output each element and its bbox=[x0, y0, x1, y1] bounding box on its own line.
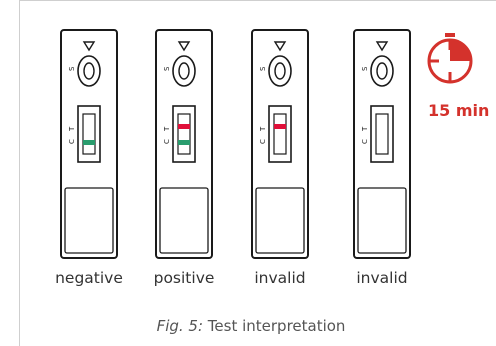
figure-caption: Fig. 5: Test interpretation bbox=[157, 317, 346, 335]
sample-well-inner bbox=[376, 62, 388, 80]
test-marking: T bbox=[259, 126, 267, 132]
arrow-down-icon bbox=[177, 41, 191, 52]
control-marking: C bbox=[361, 139, 369, 144]
sample-marking: S bbox=[259, 66, 267, 71]
sample-well-inner bbox=[274, 62, 286, 80]
result-window bbox=[375, 113, 389, 155]
sample-well bbox=[268, 55, 292, 87]
sample-well-inner bbox=[83, 62, 95, 80]
test-line bbox=[274, 124, 286, 129]
arrow-down-icon bbox=[273, 41, 287, 52]
control-marking: C bbox=[68, 139, 76, 144]
control-marking: C bbox=[163, 139, 171, 144]
test-marking: T bbox=[68, 126, 76, 132]
test-strip-2: S C T bbox=[155, 29, 213, 259]
caption-fig-number: Fig. 5: bbox=[156, 317, 204, 335]
arrow-down-icon bbox=[82, 41, 96, 52]
strip-label-invalid-2: invalid bbox=[356, 269, 408, 287]
timer-icon bbox=[427, 33, 473, 84]
absorbent-pad bbox=[357, 187, 407, 254]
sample-marking: S bbox=[68, 66, 76, 71]
control-marking: C bbox=[259, 139, 267, 144]
control-line bbox=[83, 140, 95, 145]
absorbent-pad bbox=[64, 187, 114, 254]
sample-well bbox=[370, 55, 394, 87]
sample-well bbox=[77, 55, 101, 87]
result-window bbox=[82, 113, 96, 155]
sample-well bbox=[172, 55, 196, 87]
result-window bbox=[273, 113, 287, 155]
sample-marking: S bbox=[361, 66, 369, 71]
test-strip-1: S C T bbox=[60, 29, 118, 259]
arrow-down-icon bbox=[375, 41, 389, 52]
result-window-frame bbox=[77, 105, 101, 163]
control-line bbox=[178, 140, 190, 145]
timer-label: 15 min bbox=[428, 101, 490, 120]
result-window-frame bbox=[172, 105, 196, 163]
result-window bbox=[177, 113, 191, 155]
strip-label-negative: negative bbox=[55, 269, 123, 287]
test-line bbox=[178, 124, 190, 129]
result-window-frame bbox=[268, 105, 292, 163]
strip-label-invalid-1: invalid bbox=[254, 269, 306, 287]
test-strip-4: S C T bbox=[353, 29, 411, 259]
result-window-frame bbox=[370, 105, 394, 163]
test-strip-3: S C T bbox=[251, 29, 309, 259]
absorbent-pad bbox=[255, 187, 305, 254]
test-marking: T bbox=[163, 126, 171, 132]
sample-well-inner bbox=[178, 62, 190, 80]
strip-label-positive: positive bbox=[153, 269, 215, 287]
figure-frame bbox=[19, 0, 496, 346]
absorbent-pad bbox=[159, 187, 209, 254]
caption-text: Test interpretation bbox=[203, 317, 346, 335]
test-marking: T bbox=[361, 126, 369, 132]
sample-marking: S bbox=[163, 66, 171, 71]
